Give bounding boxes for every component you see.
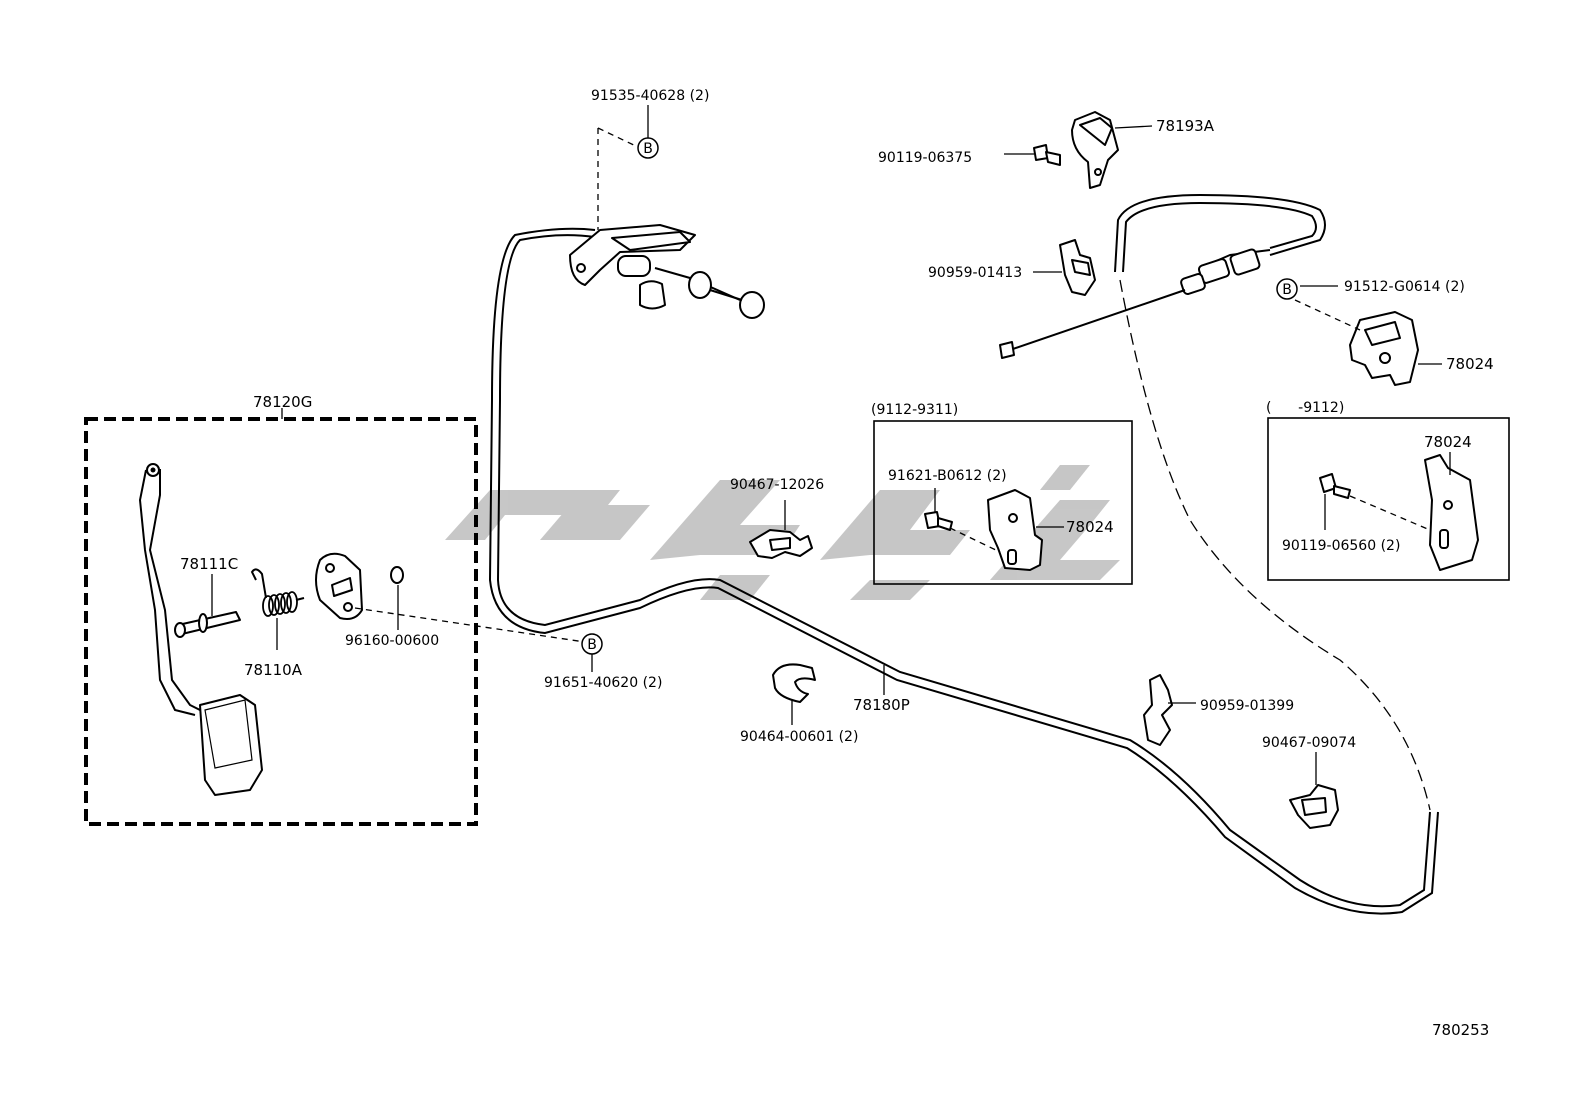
clutch-pedal: [138, 463, 263, 796]
reference-b-top: B: [637, 137, 659, 159]
diagram-number: 780253: [1432, 1021, 1489, 1039]
clamp-78193a: [1071, 111, 1153, 189]
leader-dash-b-lower: [354, 607, 586, 643]
nut-96160: [390, 566, 404, 630]
svg-text:B: B: [587, 637, 597, 653]
label-90464-00601: 90464-00601 (2): [740, 729, 858, 745]
label-78110a: 78110A: [244, 661, 303, 679]
label-78180p: 78180P: [853, 696, 910, 714]
label-range-9112-9311: (9112-9311): [871, 402, 958, 418]
label-range-9112: ( -9112): [1266, 400, 1344, 416]
label-96160-00600: 96160-00600: [345, 633, 439, 649]
pedal-pin-78111c: [174, 574, 241, 638]
cable-78180p: [488, 227, 1439, 915]
label-90959-01413: 90959-01413: [928, 265, 1022, 281]
label-78024-box2: 78024: [1424, 433, 1472, 451]
reference-b-bottom: B: [581, 633, 603, 672]
label-90119-06560: 90119-06560 (2): [1282, 538, 1400, 554]
label-91651-40620: 91651-40620 (2): [544, 675, 662, 691]
watermark-logo: [445, 465, 1120, 600]
label-78120g: 78120G: [253, 393, 312, 411]
clip-90467-09074: [1289, 752, 1339, 829]
svg-text:B: B: [643, 141, 653, 157]
bracket-78024-upper: [1294, 285, 1442, 386]
bolt-90119-06375: [1004, 144, 1061, 166]
clamp-90959-01413: [1033, 239, 1096, 296]
label-90119-06375: 90119-06375: [878, 150, 972, 166]
variant-box-9112-9311: [873, 420, 1133, 585]
cable-bracket-top: [569, 224, 765, 319]
label-90467-12026: 90467-12026: [730, 477, 824, 493]
cable-upper-hose: [999, 193, 1431, 811]
label-91535-40628: 91535-40628 (2): [591, 88, 709, 104]
label-91512-g0614: 91512-G0614 (2): [1344, 279, 1465, 295]
svg-text:B: B: [1282, 282, 1292, 298]
reference-b-right: B: [1276, 278, 1298, 300]
pedal-bushing-bracket: [315, 552, 363, 620]
label-90959-01399: 90959-01399: [1200, 698, 1294, 714]
label-78193a: 78193A: [1156, 117, 1215, 135]
label-78024-box1: 78024: [1066, 518, 1114, 536]
label-91621-b0612: 91621-B0612 (2): [888, 468, 1007, 484]
label-90467-09074: 90467-09074: [1262, 735, 1356, 751]
variant-box-9112: [1267, 417, 1510, 581]
clip-90959-01399: [1143, 674, 1196, 746]
clip-90467-12026: [749, 500, 813, 559]
label-78111c: 78111C: [180, 555, 238, 573]
return-spring-78110a: [250, 568, 305, 650]
clamp-90464-00601: [772, 663, 816, 725]
label-78024-upper: 78024: [1446, 355, 1494, 373]
pedal-assembly-box: [84, 408, 478, 826]
